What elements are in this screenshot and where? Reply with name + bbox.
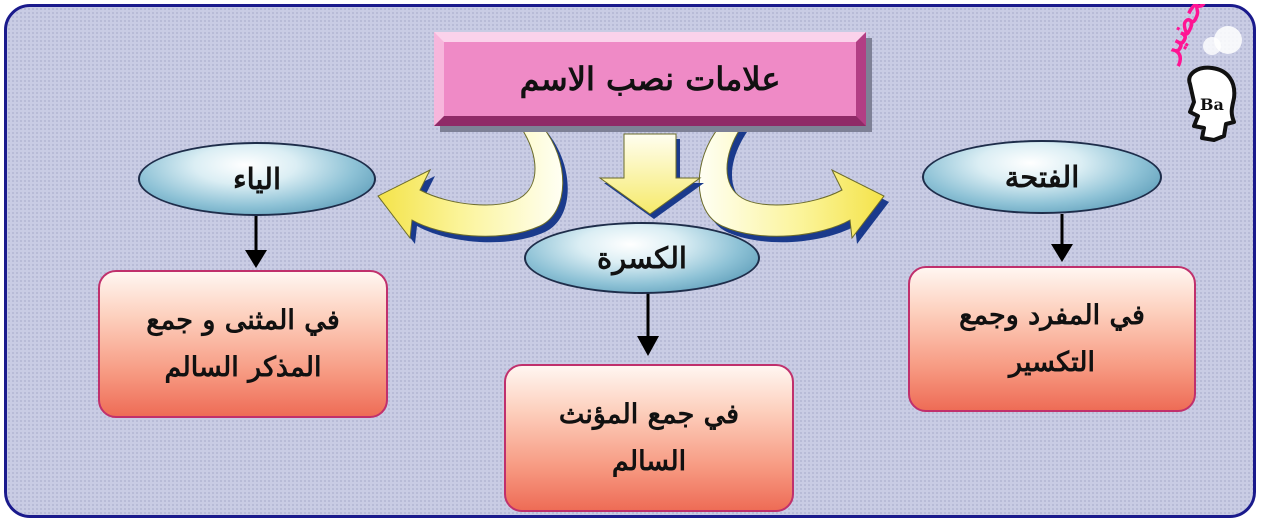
detail-kasra-text: في جمع المؤنث السالم xyxy=(558,398,740,477)
down-arrow-center xyxy=(598,133,704,219)
stamp-text: التحضير xyxy=(1150,4,1224,68)
oval-ya-label: الياء xyxy=(232,162,282,196)
detail-ya-text: في المثنى و جمع المذكر السالم xyxy=(146,304,340,383)
curved-arrow-right xyxy=(698,125,889,244)
oval-ya: الياء xyxy=(138,142,376,216)
detail-box-kasra: في جمع المؤنث السالم xyxy=(504,364,794,512)
detail-box-fatha: في المفرد وجمع التكسير xyxy=(908,266,1196,412)
oval-fatha: الفتحة xyxy=(922,140,1162,214)
pointer-arrow-ya xyxy=(245,216,267,268)
oval-fatha-label: الفتحة xyxy=(1004,160,1080,194)
pointer-arrow-kasra xyxy=(637,292,659,356)
title-box: علامات نصب الاسم xyxy=(434,32,866,126)
oval-kasra-label: الكسرة xyxy=(597,241,687,275)
pointer-arrow-fatha xyxy=(1051,214,1073,262)
head-profile-icon: التحضير Ba xyxy=(1150,4,1242,142)
detail-fatha-text: في المفرد وجمع التكسير xyxy=(959,299,1145,378)
oval-kasra: الكسرة xyxy=(524,222,760,294)
detail-box-ya: في المثنى و جمع المذكر السالم xyxy=(98,270,388,418)
diagram-title: علامات نصب الاسم xyxy=(519,60,781,98)
curved-arrow-left xyxy=(377,125,568,244)
svg-text:Ba: Ba xyxy=(1200,95,1224,114)
